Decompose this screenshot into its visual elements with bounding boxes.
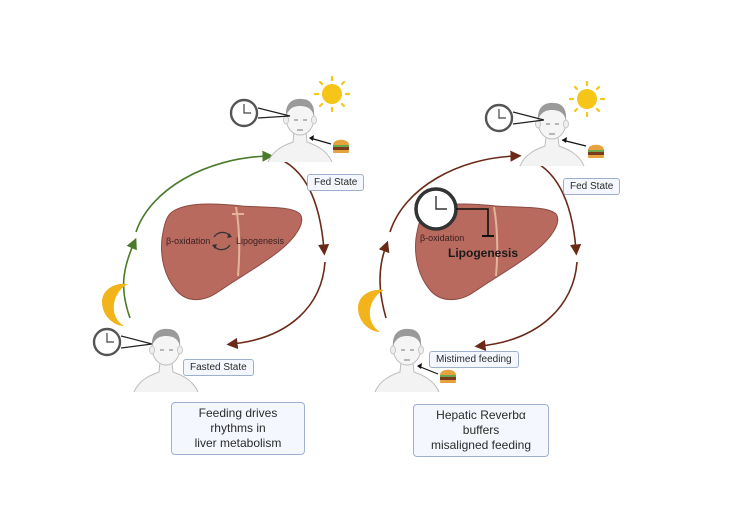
right-caption-line1: Hepatic Reverbα buffers (436, 408, 526, 437)
left-fed-clock-icon (229, 98, 291, 128)
right-liver-clock-icon (414, 187, 494, 237)
right-fasting-arrow-upper (389, 150, 522, 233)
right-burger-icon (588, 144, 604, 158)
right-feeding-arrow-lower (474, 261, 578, 352)
right-liver-icon (415, 203, 559, 301)
right-mistimed-burger-icon (440, 369, 456, 383)
left-fasted-clock-icon (92, 327, 153, 357)
right-liver-right-text: Lipogenesis (448, 246, 519, 260)
right-fed-state-label: Fed State (563, 178, 621, 195)
right-fasting-arrow (378, 240, 390, 319)
right-fed-person-icon (519, 102, 585, 167)
right-caption: Hepatic Reverbα buffers misaligned feedi… (413, 404, 549, 457)
left-caption-line1: Feeding drives rhythms in (198, 406, 278, 435)
left-liver-left-text: β-oxidation (166, 236, 211, 246)
left-fasted-state-label: Fasted State (183, 359, 254, 376)
left-fasting-arrow (122, 237, 137, 319)
left-liver-right-text: Lipogenesis (236, 236, 285, 246)
right-moon-icon (358, 289, 384, 332)
left-caption-line2: liver metabolism (194, 436, 282, 450)
left-moon-icon (102, 283, 128, 326)
right-liver-left-text: β-oxidation (420, 233, 465, 243)
left-sun-icon (313, 75, 351, 113)
right-mistimed-person-icon (374, 328, 440, 393)
left-fed-state-label: Fed State (307, 174, 365, 191)
left-feeding-arrow-lower (226, 261, 326, 349)
left-liver-icon (161, 203, 303, 301)
right-sun-icon (568, 80, 606, 118)
right-fed-clock-icon (484, 103, 545, 133)
right-mistimed-feeding-label: Mistimed feeding (429, 351, 519, 368)
left-caption: Feeding drives rhythms in liver metaboli… (171, 402, 305, 455)
right-mistimed-food-arrow (417, 365, 439, 375)
right-caption-line2: misaligned feeding (430, 438, 532, 452)
right-cycle (309, 80, 606, 393)
left-cycle (92, 75, 351, 393)
left-fed-person-icon (267, 98, 333, 163)
left-burger-icon (333, 139, 349, 153)
left-fasting-arrow-upper (135, 150, 274, 233)
left-fasted-person-icon (133, 328, 199, 393)
